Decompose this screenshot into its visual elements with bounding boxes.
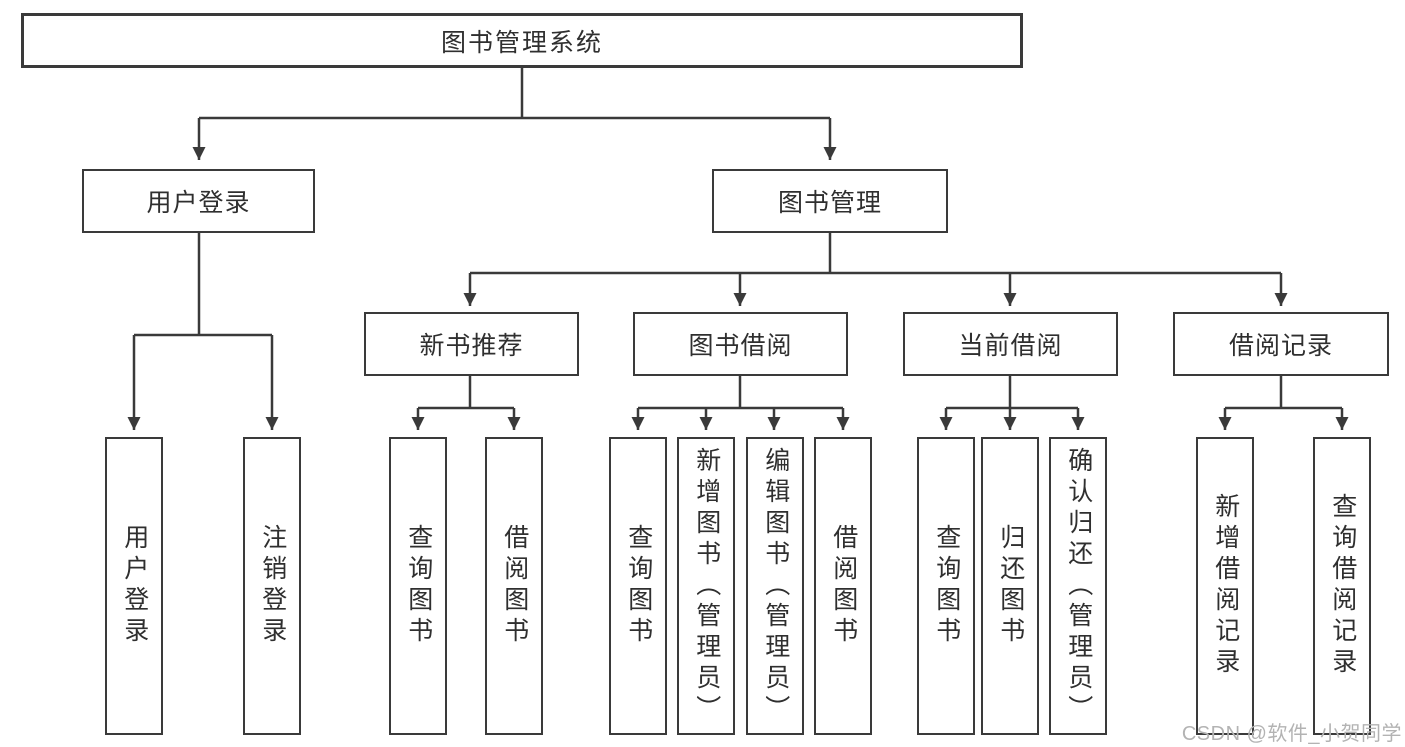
- connector-user-login-trunk: [134, 233, 272, 337]
- leaf-edit-book-admin-label: 编辑图书（管理员）: [761, 446, 790, 726]
- leaf-borrow-books-1: 借阅图书: [485, 437, 543, 735]
- leaf-query-books-2: 查询图书: [609, 437, 667, 735]
- connector-borrow-records-trunk: [1225, 376, 1342, 410]
- leaf-add-book-admin-label: 新增图书（管理员）: [692, 446, 721, 726]
- leaf-confirm-return-admin: 确认归还（管理员）: [1049, 437, 1107, 735]
- node-book-borrow: 图书借阅: [633, 312, 848, 376]
- connector-book-management-trunk: [470, 233, 1281, 275]
- node-book-management: 图书管理: [712, 169, 948, 233]
- leaf-query-borrow-record-label: 查询借阅记录: [1328, 493, 1357, 679]
- leaf-query-books-2-label: 查询图书: [624, 524, 653, 648]
- leaf-borrow-books-1-label: 借阅图书: [500, 524, 529, 648]
- leaf-query-books-1-label: 查询图书: [404, 524, 433, 648]
- leaf-query-books-1: 查询图书: [389, 437, 447, 735]
- leaf-logout-label: 注销登录: [258, 524, 287, 648]
- leaf-return-book-label: 归还图书: [996, 524, 1025, 648]
- node-user-login: 用户登录: [82, 169, 315, 233]
- leaf-confirm-return-admin-label: 确认归还（管理员）: [1064, 446, 1093, 726]
- leaf-return-book: 归还图书: [981, 437, 1039, 735]
- leaf-query-books-3-label: 查询图书: [932, 524, 961, 648]
- leaf-add-borrow-record: 新增借阅记录: [1196, 437, 1254, 735]
- leaf-edit-book-admin: 编辑图书（管理员）: [746, 437, 804, 735]
- leaf-query-books-3: 查询图书: [917, 437, 975, 735]
- connector-new-book-trunk: [418, 376, 514, 410]
- leaf-user-login-label: 用户登录: [120, 524, 149, 648]
- connector-current-borrow-trunk: [946, 376, 1078, 410]
- node-current-borrow: 当前借阅: [903, 312, 1118, 376]
- leaf-borrow-books-2-label: 借阅图书: [829, 524, 858, 648]
- node-new-book-recommend: 新书推荐: [364, 312, 579, 376]
- connector-book-borrow-trunk: [638, 376, 843, 410]
- connector-root-trunk: [199, 66, 830, 120]
- leaf-query-borrow-record: 查询借阅记录: [1313, 437, 1371, 735]
- leaf-logout: 注销登录: [243, 437, 301, 735]
- leaf-add-book-admin: 新增图书（管理员）: [677, 437, 735, 735]
- csdn-watermark: CSDN @软件_小贺同学: [1181, 723, 1402, 745]
- leaf-add-borrow-record-label: 新增借阅记录: [1211, 493, 1240, 679]
- leaf-borrow-books-2: 借阅图书: [814, 437, 872, 735]
- node-root: 图书管理系统: [21, 13, 1023, 68]
- node-borrow-records: 借阅记录: [1173, 312, 1389, 376]
- leaf-user-login: 用户登录: [105, 437, 163, 735]
